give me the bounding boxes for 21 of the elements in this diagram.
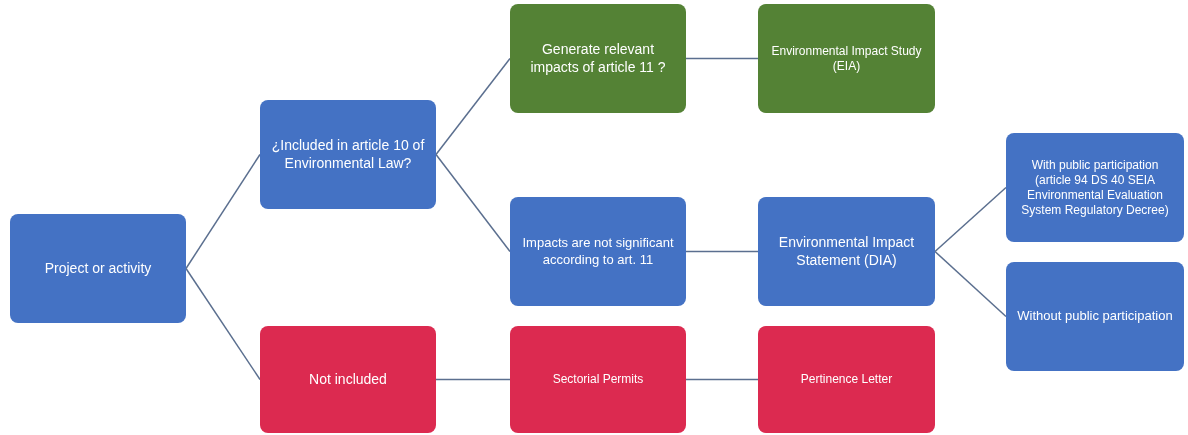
process-box: Impacts are not significant according to art. 11 — [510, 197, 686, 306]
connector-line — [435, 57, 511, 156]
process-box: Environmental Impact Study (EIA) — [758, 4, 935, 113]
connector-line — [435, 153, 511, 253]
connector-line — [185, 267, 261, 381]
process-box: Without public participation — [1006, 262, 1184, 371]
connector-line — [934, 186, 1007, 253]
connector-line — [685, 250, 759, 253]
process-box: Pertinence Letter — [758, 326, 935, 433]
process-box: Sectorial Permits — [510, 326, 686, 433]
connector-line — [435, 378, 511, 381]
process-box: ¿Included in article 10 of Environmental Law? — [260, 100, 436, 209]
process-box: Not included — [260, 326, 436, 433]
connector-line — [685, 57, 759, 60]
connector-line — [934, 250, 1007, 318]
connector-line — [185, 153, 261, 270]
process-box: Environmental Impact Statement (DIA) — [758, 197, 935, 306]
process-box: With public participation (article 94 DS 40 SEIA Environmental Evaluation System Regulatory Decree) — [1006, 133, 1184, 242]
connector-line — [685, 378, 759, 381]
process-box: Project or activity — [10, 214, 186, 323]
process-box: Generate relevant impacts of article 11 ? — [510, 4, 686, 113]
